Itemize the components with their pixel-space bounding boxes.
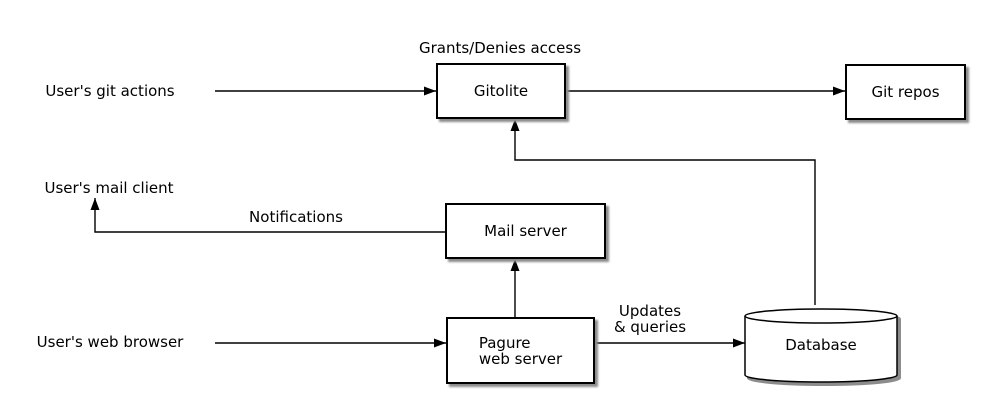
node-pagure-label-line1: Pagure [478,333,531,352]
edge-label-notifications: Notifications [249,208,343,226]
database-cylinder [744,308,898,383]
edge-database-to-gitolite [510,119,816,305]
node-mail-server-label: Mail server [484,222,567,240]
node-pagure-web-server: Pagure web server [446,317,595,384]
node-gitolite: Gitolite [436,63,566,119]
node-user-git-actions: User's git actions [45,82,175,100]
node-git-repos-label: Git repos [871,83,940,101]
node-user-mail-client: User's mail client [44,179,174,197]
node-database-label: Database [785,336,857,354]
node-user-web-browser: User's web browser [36,333,184,351]
edge-label-updates-line1: Updates [618,302,682,320]
node-gitolite-label: Gitolite [473,82,529,100]
edge-label-updates-queries: Updates & queries [614,303,686,335]
node-pagure-label-line2: web server [478,349,563,368]
node-mail-server: Mail server [445,203,606,259]
edge-label-updates-line2: & queries [613,318,687,336]
node-pagure-label: Pagure web server [479,335,562,367]
edge-mail-server-to-mail-client [90,198,445,233]
database-cylinder-rim [744,315,898,324]
node-git-repos: Git repos [845,64,966,120]
edge-label-grants-denies-access: Grants/Denies access [418,39,582,57]
